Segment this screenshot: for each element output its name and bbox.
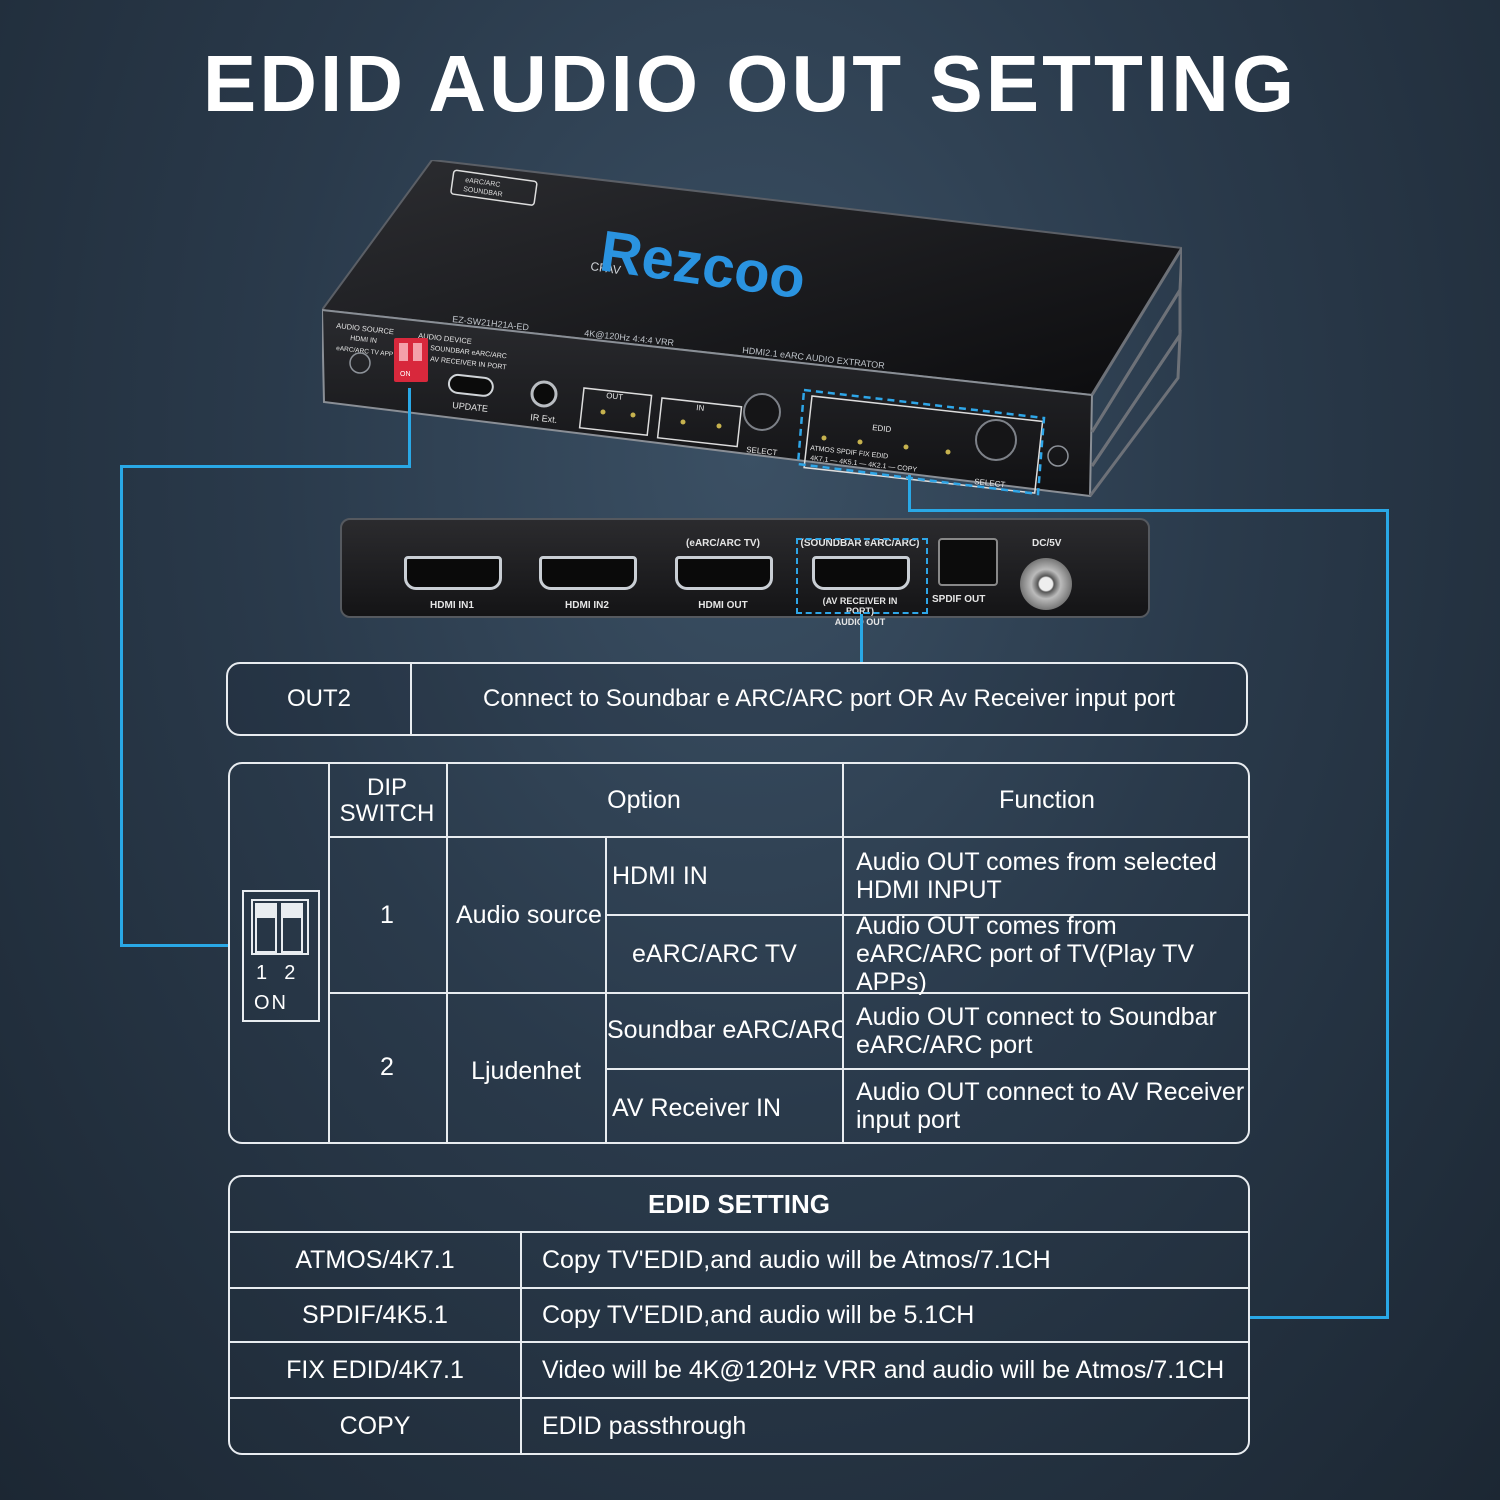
header-dip-switch: DIP SWITCH — [339, 774, 435, 827]
hdmi-connector-icon — [539, 556, 637, 590]
dc-label: DC/5V — [1032, 538, 1062, 549]
hdmi-connector-icon — [812, 556, 910, 590]
audio-out-port[interactable]: (SOUNDBAR eARC/ARC) (AV RECEIVER IN PORT… — [801, 538, 920, 627]
label-select: SELECT — [746, 445, 778, 457]
hdmi-out-top-label: (eARC/ARC TV) — [686, 538, 760, 549]
connector-line — [860, 614, 863, 662]
edid-desc: Video will be 4K@120Hz VRR and audio wil… — [542, 1355, 1225, 1384]
out2-value: Connect to Soundbar e ARC/ARC port OR Av… — [483, 685, 1175, 712]
usb-c-port[interactable] — [447, 373, 494, 397]
switch-1: 1 — [380, 901, 394, 929]
audio-out-top-label: (SOUNDBAR eARC/ARC) — [800, 538, 920, 549]
label-edid: EDID — [872, 423, 892, 434]
header-option: Option — [607, 786, 681, 814]
dip-switch-2[interactable] — [413, 343, 422, 361]
connector-line — [120, 465, 123, 947]
hdmi-in1-label: HDMI IN1 — [430, 600, 474, 611]
connector-line — [120, 944, 228, 947]
option-audio-source: Audio source — [456, 901, 602, 929]
edid-highlight — [796, 388, 1046, 496]
edid-mode: ATMOS/4K7.1 — [230, 1233, 522, 1287]
edid-row: FIX EDID/4K7.1 Video will be 4K@120Hz VR… — [230, 1343, 1248, 1397]
spdif-out-port[interactable] — [938, 538, 998, 586]
edid-select-button[interactable] — [975, 419, 1017, 461]
dip-switch-icon — [242, 890, 320, 1022]
label-ir-ext: IR Ext. — [530, 412, 558, 425]
audio-out-sub-label: (AV RECEIVER IN PORT) — [822, 596, 898, 616]
function-hdmi-in: Audio OUT comes from selected HDMI INPUT — [856, 848, 1217, 904]
badge-earc: eARC/ARC — [465, 177, 501, 189]
edid-desc: EDID passthrough — [542, 1411, 747, 1440]
edid-mode: FIX EDID/4K7.1 — [230, 1343, 522, 1397]
sub-hdmi-in: HDMI IN — [612, 862, 708, 890]
label-in: IN — [696, 403, 705, 413]
function-soundbar: Audio OUT connect to Soundbar eARC/ARC p… — [856, 1003, 1217, 1059]
screw-icon — [1047, 445, 1069, 467]
edid-setting-table: EDID SETTING ATMOS/4K7.1 Copy TV'EDID,an… — [228, 1175, 1250, 1455]
connector-line — [120, 465, 411, 468]
hdmi-in1-port[interactable]: HDMI IN1 — [404, 542, 502, 611]
connector-line — [908, 509, 1388, 512]
edid-title: EDID SETTING — [647, 1188, 830, 1219]
connector-line — [408, 388, 411, 468]
device-back-panel: HDMI IN1 HDMI IN2 (eARC/ARC TV) HDMI OUT… — [340, 518, 1150, 627]
edid-desc: Copy TV'EDID,and audio will be 5.1CH — [542, 1300, 975, 1329]
hdmi-out-port[interactable]: (eARC/ARC TV) HDMI OUT — [675, 538, 773, 611]
dip-switch-table: 1 2 ON DIP SWITCH Option Function 1 Audi… — [228, 762, 1250, 1144]
hdmi-in2-port[interactable]: HDMI IN2 — [539, 542, 637, 611]
option-ljudenhet: Ljudenhet — [471, 1057, 581, 1085]
switch-2: 2 — [380, 1053, 394, 1081]
device-top-panel: eARC/ARC SOUNDBAR CFAV Rezcoo EZ-SW21H21… — [322, 160, 1182, 498]
ir-jack[interactable] — [530, 380, 558, 408]
edid-row: COPY EDID passthrough — [230, 1399, 1248, 1453]
connector-line — [1386, 509, 1389, 1319]
edid-desc: Copy TV'EDID,and audio will be Atmos/7.1… — [542, 1245, 1051, 1274]
edid-mode: SPDIF/4K5.1 — [230, 1289, 522, 1341]
function-av-receiver: Audio OUT connect to AV Receiver input p… — [856, 1078, 1245, 1134]
spdif-out-label: SPDIF OUT — [932, 594, 986, 605]
edid-mode: COPY — [230, 1399, 522, 1453]
sub-earc-tv: eARC/ARC TV — [632, 940, 797, 968]
dc-power-port[interactable] — [1020, 558, 1072, 610]
dip-icon-nums: 1 2 — [256, 962, 298, 984]
hdmi-connector-icon — [404, 556, 502, 590]
hdmi-out-label: HDMI OUT — [698, 600, 748, 611]
connector-line — [1250, 1316, 1389, 1319]
label-update: UPDATE — [452, 400, 489, 414]
in-select-button[interactable] — [743, 393, 781, 431]
sub-av-receiver: AV Receiver IN — [612, 1094, 782, 1122]
label-out: OUT — [606, 391, 624, 402]
sub-soundbar-earc: Soundbar eARC/ARC — [607, 1016, 842, 1044]
out2-table: OUT2 Connect to Soundbar e ARC/ARC port … — [226, 662, 1248, 736]
screw-icon — [349, 352, 371, 374]
edid-row: SPDIF/4K5.1 Copy TV'EDID,and audio will … — [230, 1289, 1248, 1341]
dip-switch-1[interactable] — [399, 343, 408, 361]
hdmi-in2-label: HDMI IN2 — [565, 600, 609, 611]
dip-on-label: ON — [400, 371, 411, 378]
label-hdmi-in: HDMI IN — [350, 335, 377, 345]
header-function: Function — [999, 786, 1095, 814]
audio-out-highlight — [796, 538, 928, 614]
page-title: EDID AUDIO OUT SETTING — [202, 39, 1298, 128]
hdmi-connector-icon — [675, 556, 773, 590]
function-earc-tv: Audio OUT comes from eARC/ARC port of TV… — [856, 912, 1195, 996]
dip-icon-on: ON — [254, 992, 288, 1014]
brand-prefix: CFAV — [590, 259, 622, 277]
edid-row: ATMOS/4K7.1 Copy TV'EDID,and audio will … — [230, 1233, 1248, 1287]
out2-key: OUT2 — [228, 664, 412, 734]
connector-line — [908, 475, 911, 511]
